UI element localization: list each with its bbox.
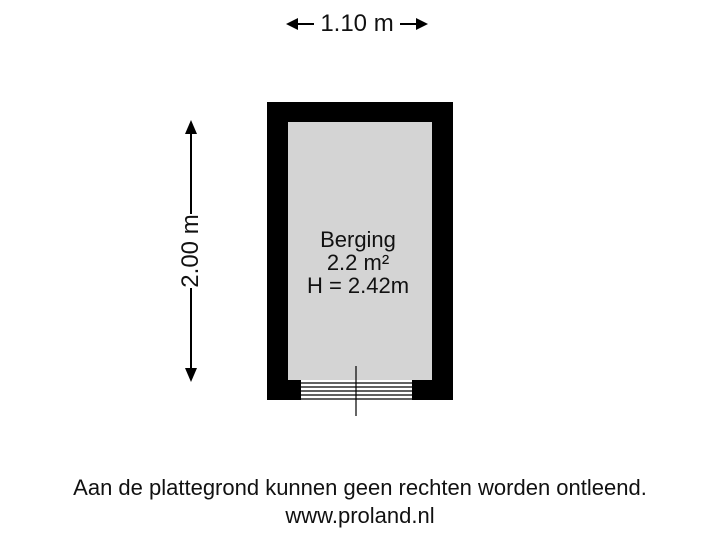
wall-left-bottom <box>267 380 301 400</box>
room-area: 2.2 m² <box>326 250 390 275</box>
wall-right-bottom <box>412 380 453 400</box>
width-dimension: 1.10 m <box>282 8 432 40</box>
height-label: 2.00 m <box>177 214 204 288</box>
floor-plan <box>267 102 453 416</box>
footer: Aan de plattegrond kunnen geen rechten w… <box>0 474 720 530</box>
height-arrows <box>185 120 197 382</box>
room-ceiling-height: H = 2.42m <box>306 273 410 298</box>
width-arrows <box>286 18 428 30</box>
room-label: Berging 2.2 m² H = 2.42m <box>288 228 428 297</box>
website-text: www.proland.nl <box>285 503 435 528</box>
width-label: 1.10 m <box>320 10 394 37</box>
room-name: Berging <box>320 227 396 252</box>
room-floor <box>288 122 432 400</box>
disclaimer-text: Aan de plattegrond kunnen geen rechten w… <box>73 475 647 500</box>
height-dimension: 2.00 m <box>176 118 206 384</box>
